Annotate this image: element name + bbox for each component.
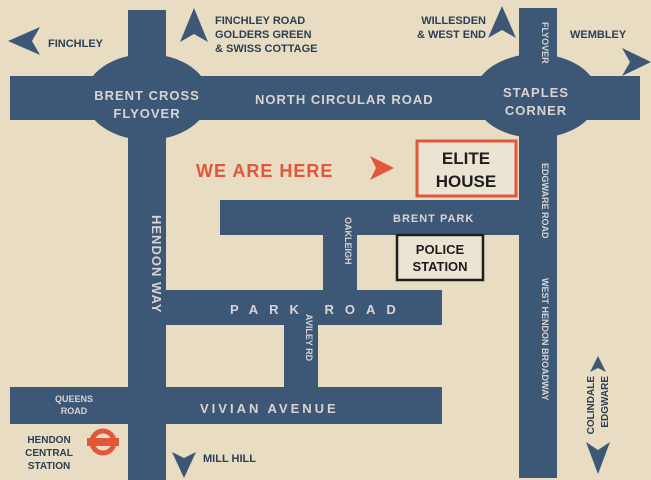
arrow-down-mill-hill: [172, 452, 196, 478]
aviley-road: [284, 300, 318, 396]
arrow-up-finchley-road: [180, 8, 208, 42]
park-road-label: PARK ROAD: [230, 302, 407, 317]
aviley-rd-label: AVILEY RD: [304, 314, 314, 362]
queens-road-label-1: QUEENS: [55, 394, 93, 404]
finchley-road-label-3: & SWISS COTTAGE: [215, 43, 317, 55]
vivian-avenue-label: VIVIAN AVENUE: [200, 401, 339, 416]
flyover-label: FLYOVER: [540, 22, 550, 64]
edgware-road: [519, 8, 557, 478]
wembley-label: WEMBLEY: [570, 29, 627, 41]
hendon-way-label: HENDON WAY: [149, 215, 164, 313]
north-circular-label: NORTH CIRCULAR ROAD: [255, 92, 434, 107]
elite-house-label-2: HOUSE: [436, 172, 496, 191]
brent-cross-label-2: FLYOVER: [113, 106, 180, 121]
hendon-central-label-1: HENDON: [27, 435, 70, 446]
roads: [10, 8, 640, 480]
oakleigh-road: [323, 210, 357, 290]
queens-road-label-2: ROAD: [61, 406, 88, 416]
arrow-up-willesden: [488, 6, 516, 38]
brent-park-label: BRENT PARK: [393, 213, 474, 225]
brent-cross-label-1: BRENT CROSS: [94, 88, 200, 103]
finchley-road-label-1: FINCHLEY ROAD: [215, 15, 305, 27]
finchley-label: FINCHLEY: [48, 38, 104, 50]
arrow-left-finchley: [8, 27, 40, 55]
finchley-road-label-2: GOLDERS GREEN: [215, 29, 312, 41]
mill-hill-label: MILL HILL: [203, 453, 256, 465]
hendon-central-label-3: STATION: [28, 461, 70, 472]
edgware-label: EDGWARE: [600, 376, 611, 428]
police-station-label-2: STATION: [412, 259, 467, 274]
brent-park-road: [220, 200, 520, 235]
elite-house-label-1: ELITE: [442, 149, 490, 168]
vivian-avenue: [10, 387, 442, 424]
willesden-label-1: WILLESDEN: [421, 15, 486, 27]
arrow-up-colindale: [590, 356, 606, 372]
willesden-label-2: & WEST END: [417, 29, 486, 41]
underground-roundel-icon: [87, 428, 119, 456]
police-station-box: POLICE STATION: [395, 233, 485, 282]
staples-corner-label-2: CORNER: [505, 103, 567, 118]
we-are-here-arrow: [370, 156, 394, 180]
police-station-label-1: POLICE: [416, 242, 465, 257]
elite-house-box: ELITE HOUSE: [415, 139, 518, 198]
west-hendon-broadway-label: WEST HENDON BROADWAY: [540, 278, 550, 401]
arrow-right-wembley: [622, 48, 651, 76]
we-are-here-label: WE ARE HERE: [196, 161, 333, 181]
oakleigh-label: OAKLEIGH: [343, 217, 353, 265]
arrow-down-colindale: [586, 442, 610, 474]
hendon-central-label-2: CENTRAL: [25, 448, 73, 459]
colindale-label: COLINDALE: [586, 376, 597, 435]
staples-corner-label-1: STAPLES: [503, 85, 569, 100]
edgware-road-label: EDGWARE ROAD: [540, 163, 550, 239]
